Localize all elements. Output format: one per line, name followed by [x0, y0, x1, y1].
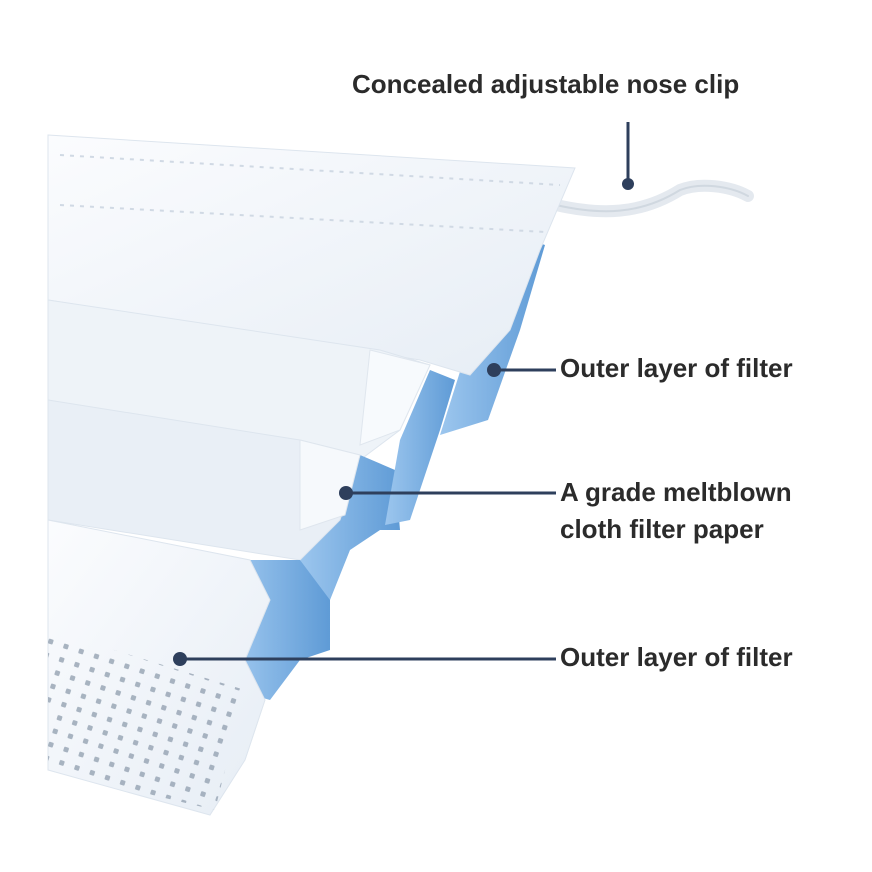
- label-outer-layer-bottom: Outer layer of filter: [560, 642, 793, 672]
- label-meltblown-line2: cloth filter paper: [560, 513, 764, 544]
- leader-dot-outer-bottom: [173, 652, 187, 666]
- label-meltblown: A grade meltblown cloth filter paper: [560, 474, 792, 548]
- leader-dot-meltblown: [339, 486, 353, 500]
- label-meltblown-line1: A grade meltblown: [560, 477, 792, 507]
- leader-dot-outer-top: [487, 363, 501, 377]
- leader-dot-nose-clip: [622, 178, 634, 190]
- label-nose-clip: Concealed adjustable nose clip: [352, 69, 740, 99]
- label-outer-layer-top: Outer layer of filter: [560, 353, 793, 383]
- nose-clip-wire: [550, 179, 754, 218]
